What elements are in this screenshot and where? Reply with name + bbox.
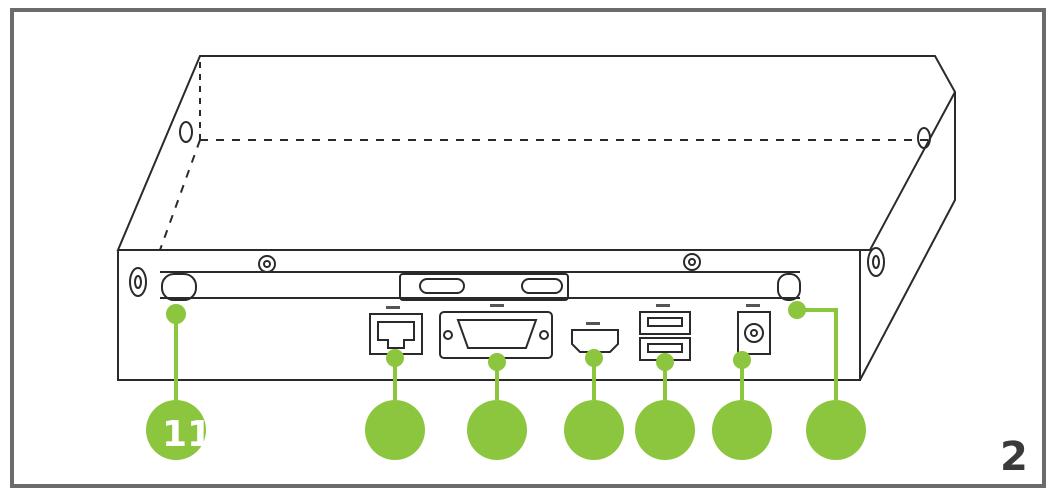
callout-bubble-usb	[635, 400, 695, 460]
diagram-frame	[10, 8, 1046, 488]
callout-bubble-vga	[467, 400, 527, 460]
callout-bubble-lan	[365, 400, 425, 460]
callout-bubble-hdmi	[564, 400, 624, 460]
callout-bubble-right-screw	[806, 400, 866, 460]
page-number: 2	[1000, 434, 1028, 480]
callout-bubble-left-screw	[146, 400, 206, 460]
callout-number-first: 11	[162, 414, 212, 455]
callout-group	[146, 301, 866, 460]
callout-bubble-power	[712, 400, 772, 460]
device-outline	[116, 55, 957, 381]
port-label-marks	[386, 304, 760, 325]
